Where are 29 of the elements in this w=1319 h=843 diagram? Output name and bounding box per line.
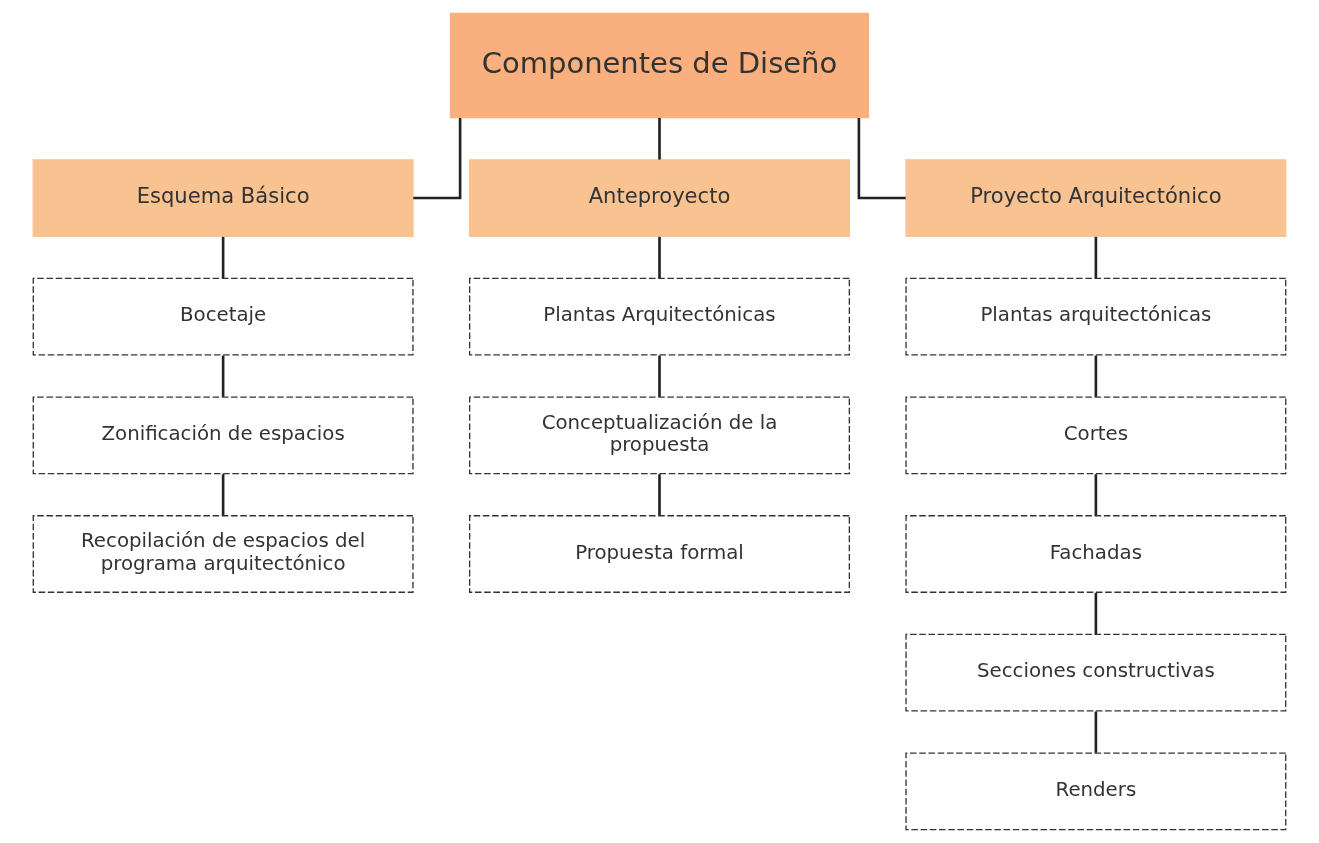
node-box: Fachadas xyxy=(905,515,1287,593)
connector xyxy=(1094,474,1098,516)
node-box: Esquema Básico xyxy=(32,159,414,237)
connector xyxy=(1094,592,1098,635)
connector xyxy=(221,474,225,516)
node-box: Plantas Arquitectónicas xyxy=(469,277,850,356)
node-box: Bocetaje xyxy=(32,277,414,356)
node-box: Anteproyecto xyxy=(469,159,850,237)
connector xyxy=(658,474,661,516)
connector xyxy=(658,117,661,160)
connector xyxy=(221,355,225,397)
connector xyxy=(1094,236,1098,279)
connector xyxy=(857,117,906,200)
node-box: Proyecto Arquitectónico xyxy=(905,159,1287,237)
node-box: Cortes xyxy=(905,396,1287,475)
node-box: Secciones constructivas xyxy=(905,633,1287,712)
node-box: Recopilación de espacios del programa arquitectónico xyxy=(32,515,414,593)
node-box: Conceptualización de la propuesta xyxy=(469,396,850,475)
node-box: Propuesta formal xyxy=(469,515,850,593)
connector xyxy=(1094,355,1098,397)
node-box: Renders xyxy=(905,752,1287,831)
node-box: Componentes de Diseño xyxy=(449,12,870,119)
connector xyxy=(1094,711,1098,753)
node-box: Zonificación de espacios xyxy=(32,396,414,475)
connector xyxy=(221,236,225,279)
node-box: Plantas arquitectónicas xyxy=(905,277,1287,356)
connector xyxy=(413,117,462,200)
connector xyxy=(658,236,661,279)
connector xyxy=(658,355,661,397)
